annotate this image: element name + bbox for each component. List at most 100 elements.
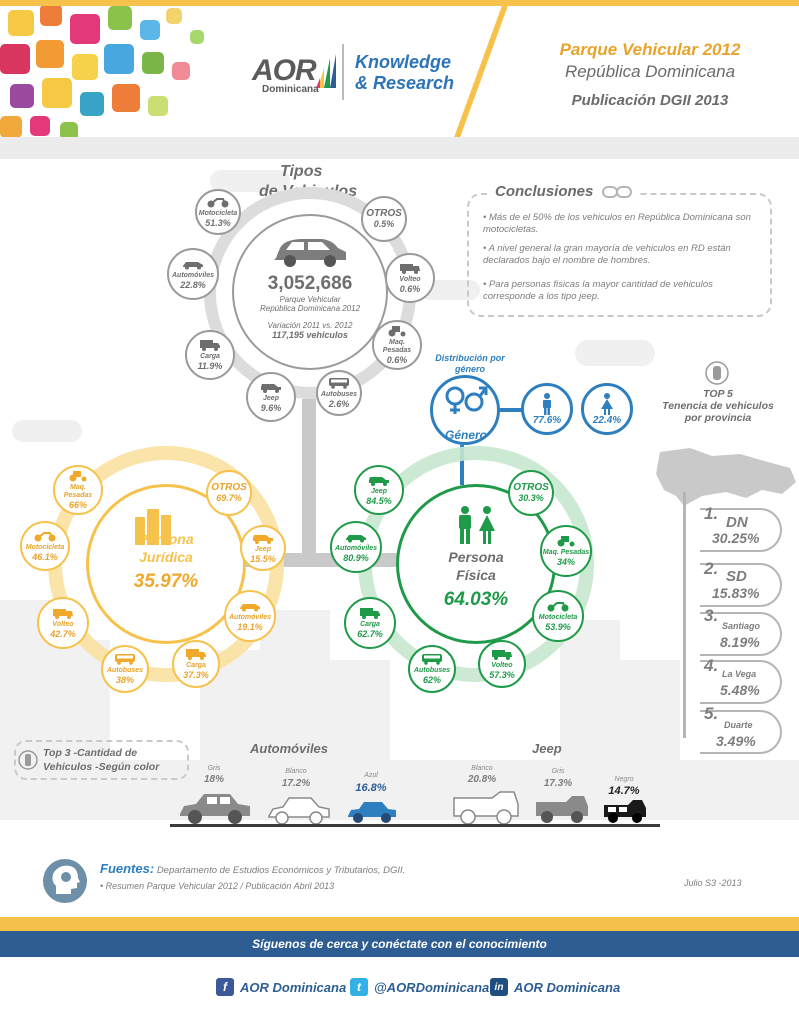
dump-truck-icon bbox=[53, 608, 73, 619]
fisica-node-otros: OTROS 30.3% bbox=[508, 470, 554, 516]
bus-icon bbox=[329, 377, 349, 389]
juridica-value: 35.97% bbox=[133, 571, 199, 592]
node-label: Carga bbox=[186, 661, 206, 669]
tagline: Knowledge & Research bbox=[355, 52, 454, 94]
node-value: 51.3% bbox=[205, 217, 231, 228]
node-label: Carga bbox=[200, 352, 220, 360]
province-rank: 4. bbox=[704, 656, 719, 675]
juridica-node-motocicleta: Motocicleta 46.1% bbox=[20, 521, 70, 571]
truck-icon bbox=[200, 339, 220, 351]
car-icon bbox=[183, 261, 203, 269]
conclusiones-title: Conclusiones bbox=[489, 183, 638, 200]
car-badge-icon bbox=[18, 750, 38, 770]
truck-icon bbox=[186, 648, 206, 660]
node-label: Motocicleta bbox=[25, 543, 65, 551]
fisica-node-volteo: Volteo 57.3% bbox=[478, 640, 526, 688]
node-label: Jeep bbox=[263, 394, 279, 402]
fuentes-line-1: Fuentes: Departamento de Estudios Económ… bbox=[100, 861, 405, 876]
province-item-1 bbox=[700, 508, 782, 552]
fuentes-text-2: • Resumen Parque Vehicular 2012 / Public… bbox=[100, 881, 335, 891]
node-value: 42.7% bbox=[50, 628, 76, 639]
genero-female-value: 22.4% bbox=[592, 414, 622, 426]
fisica-value: 64.03% bbox=[443, 589, 509, 610]
facebook-icon: f bbox=[216, 978, 234, 996]
car-color-value: 16.8% bbox=[355, 782, 387, 794]
node-label: Volteo bbox=[52, 620, 74, 628]
conclusion-item-1: • Más de el 50% de los vehiculos en Repú… bbox=[483, 212, 751, 235]
tipos-node-automoviles: Automóviles 22.8% bbox=[167, 248, 219, 300]
province-item-3 bbox=[700, 612, 782, 656]
node-value: 80.9% bbox=[343, 552, 369, 563]
buildings-icon bbox=[135, 509, 171, 545]
node-label: Autobuses bbox=[413, 666, 451, 674]
road-line bbox=[170, 824, 660, 827]
connector-vertical bbox=[302, 399, 316, 567]
motorcycle-icon bbox=[207, 197, 229, 207]
colores-box-text: Top 3 -Cantidad de Vehiculos -Según colo… bbox=[43, 746, 159, 774]
province-value: 5.48% bbox=[720, 682, 760, 698]
facebook-label: AOR Dominicana bbox=[240, 979, 347, 995]
node-value: 0.6% bbox=[386, 354, 408, 365]
car-white-icon bbox=[268, 797, 330, 825]
conclusion-item-3: • Para personas fisicas la mayor cantida… bbox=[483, 279, 713, 302]
node-label: Automóviles bbox=[334, 544, 377, 552]
node-value: 69.7% bbox=[216, 493, 242, 503]
facebook-link[interactable]: f AOR Dominicana bbox=[216, 978, 346, 996]
node-value: 84.5% bbox=[366, 495, 392, 506]
header: AOR Dominicana Knowledge & Research Parq… bbox=[0, 0, 799, 137]
juridica-label-2: Jurídica bbox=[139, 549, 193, 565]
jeep-icon bbox=[261, 383, 281, 393]
tipos-node-otros: OTROS 0.5% bbox=[361, 196, 407, 242]
top5-title-2: Tenencia de vehiculos bbox=[662, 400, 774, 412]
twitter-label: @AORDominicana bbox=[374, 979, 490, 995]
juridica-label-1: Persona bbox=[138, 531, 194, 547]
motorcycle-icon bbox=[34, 531, 56, 541]
juridica-node-automoviles: Automóviles 19.1% bbox=[224, 590, 276, 642]
twitter-link[interactable]: t @AORDominicana bbox=[350, 978, 489, 996]
province-name: SD bbox=[726, 568, 747, 585]
linkedin-link[interactable]: in AOR Dominicana bbox=[490, 978, 620, 996]
node-label: OTROS bbox=[366, 208, 402, 219]
autos-title: Automóviles bbox=[250, 741, 329, 756]
fuentes-text-1: Departamento de Estudios Económicos y Tr… bbox=[156, 865, 406, 876]
province-item-5 bbox=[700, 710, 782, 754]
node-label: Volteo bbox=[399, 275, 421, 283]
genero-connector bbox=[500, 408, 522, 412]
tagline-line-1: Knowledge bbox=[355, 52, 452, 72]
top5-title-1: TOP 5 bbox=[703, 388, 733, 400]
node-label: Motocicleta bbox=[198, 209, 238, 217]
node-value: 34% bbox=[556, 556, 575, 567]
top5-title: TOP 5 Tenencia de vehiculos por provinci… bbox=[648, 388, 788, 424]
jeep-color-label: Gris bbox=[551, 768, 565, 775]
province-value: 8.19% bbox=[720, 634, 760, 650]
node-label: Maq. Pesadas bbox=[63, 483, 93, 499]
car-icon bbox=[240, 603, 260, 611]
node-value: 46.1% bbox=[32, 551, 58, 562]
tipos-node-jeep: Jeep 9.6% bbox=[246, 372, 296, 422]
car-badge-icon bbox=[705, 361, 729, 385]
dump-truck-icon bbox=[400, 263, 420, 274]
juridica-node-carga: Carga 37.3% bbox=[172, 640, 220, 688]
date-stamp: Julio S3 -2013 bbox=[684, 878, 742, 888]
node-label: Jeep bbox=[371, 487, 387, 495]
footer-yellow-band bbox=[0, 917, 799, 931]
tipos-node-maq-pesadas: Maq. Pesadas 0.6% bbox=[372, 320, 422, 370]
tractor-icon bbox=[69, 470, 87, 481]
fisica-node-motocicleta: Motocicleta 53.9% bbox=[532, 590, 584, 642]
tipos-variacion-label: Variación 2011 vs. 2012 bbox=[267, 321, 353, 330]
linkedin-icon: in bbox=[490, 978, 508, 996]
node-label: Automóviles bbox=[171, 271, 214, 279]
bus-icon bbox=[422, 653, 442, 665]
node-value: 0.5% bbox=[373, 219, 395, 229]
color-mosaic-decoration bbox=[0, 0, 240, 137]
tipos-node-carga: Carga 11.9% bbox=[185, 330, 235, 380]
tipos-total-label-2: República Dominicana 2012 bbox=[259, 304, 361, 313]
car-color-label: Azul bbox=[364, 772, 378, 779]
node-label: Motocicleta bbox=[538, 613, 578, 621]
truck-icon bbox=[360, 607, 380, 619]
node-value: 38% bbox=[115, 674, 134, 685]
jeeps-title: Jeep bbox=[532, 741, 562, 756]
colores-box-line-1: Top 3 -Cantidad de bbox=[43, 747, 138, 759]
node-label: OTROS bbox=[513, 482, 549, 493]
logo-sub-text: Dominicana bbox=[262, 84, 319, 95]
